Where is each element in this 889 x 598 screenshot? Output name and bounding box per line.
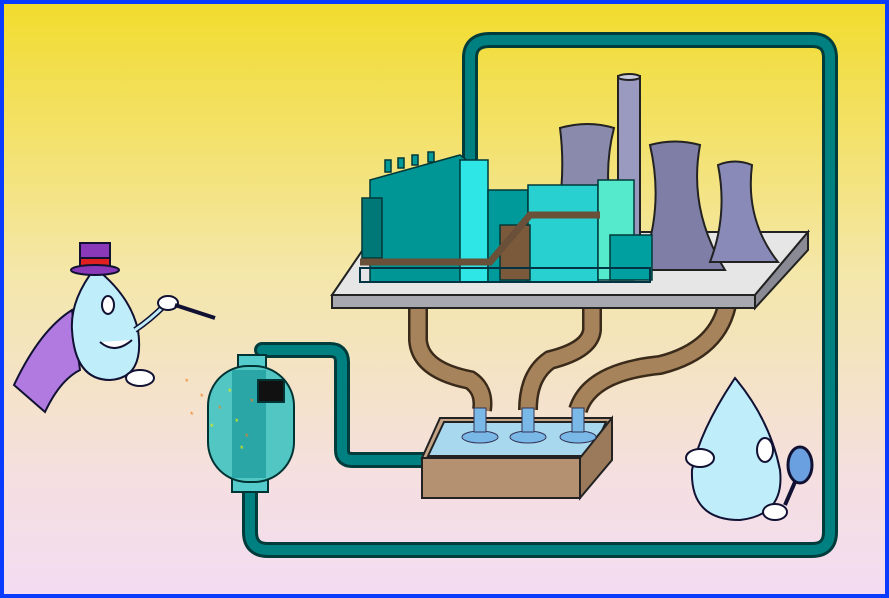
wizard-water-drop — [12, 242, 216, 414]
svg-text:*: * — [200, 392, 204, 402]
power-plant — [359, 151, 653, 283]
svg-text:*: * — [235, 417, 239, 427]
inspector-water-drop — [685, 376, 814, 522]
treatment-tank — [420, 407, 613, 501]
svg-text:*: * — [245, 432, 249, 442]
svg-text:*: * — [190, 410, 194, 420]
hoses — [408, 298, 738, 414]
filter-vessel — [207, 354, 295, 493]
svg-text:*: * — [240, 444, 244, 454]
svg-text:*: * — [228, 387, 232, 397]
pipe-loop — [242, 32, 838, 558]
magic-sparkles: *** *** *** * — [185, 377, 254, 454]
svg-text:*: * — [250, 397, 254, 407]
svg-text:*: * — [218, 404, 222, 414]
svg-text:*: * — [185, 377, 189, 387]
water-cycle-illustration: *** *** *** * — [12, 32, 838, 558]
svg-text:*: * — [210, 422, 214, 432]
